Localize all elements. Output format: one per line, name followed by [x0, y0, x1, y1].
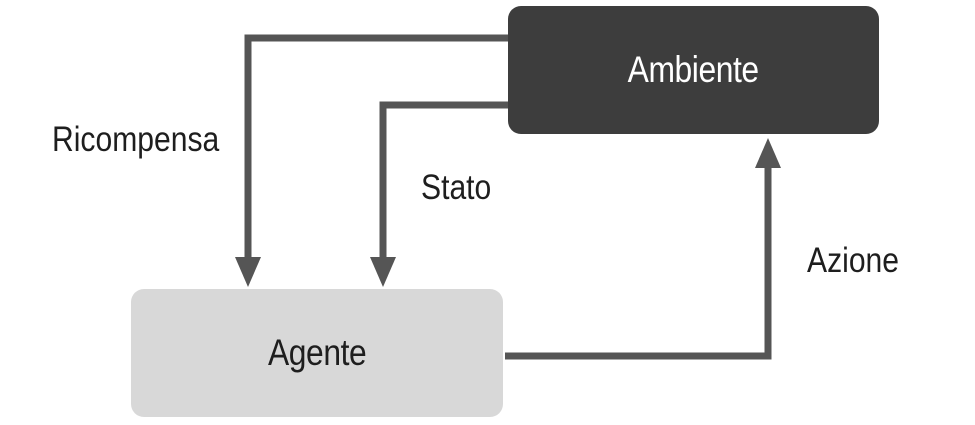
state-edge-label: Stato: [421, 168, 492, 207]
reward-arrow-head: [235, 257, 261, 287]
environment-label: Ambiente: [628, 49, 759, 90]
reward-arrow-line: [244, 34, 508, 262]
action-arrow-line: [505, 164, 772, 360]
environment-node: Ambiente: [508, 6, 879, 134]
reward-edge-label: Ricompensa: [52, 120, 220, 159]
action-arrow-head: [755, 138, 781, 168]
state-arrow-line: [379, 101, 508, 262]
agent-node: Agente: [131, 289, 503, 417]
state-arrow-head: [370, 257, 396, 287]
action-edge-label: Azione: [807, 241, 900, 280]
agent-label: Agente: [267, 332, 367, 373]
